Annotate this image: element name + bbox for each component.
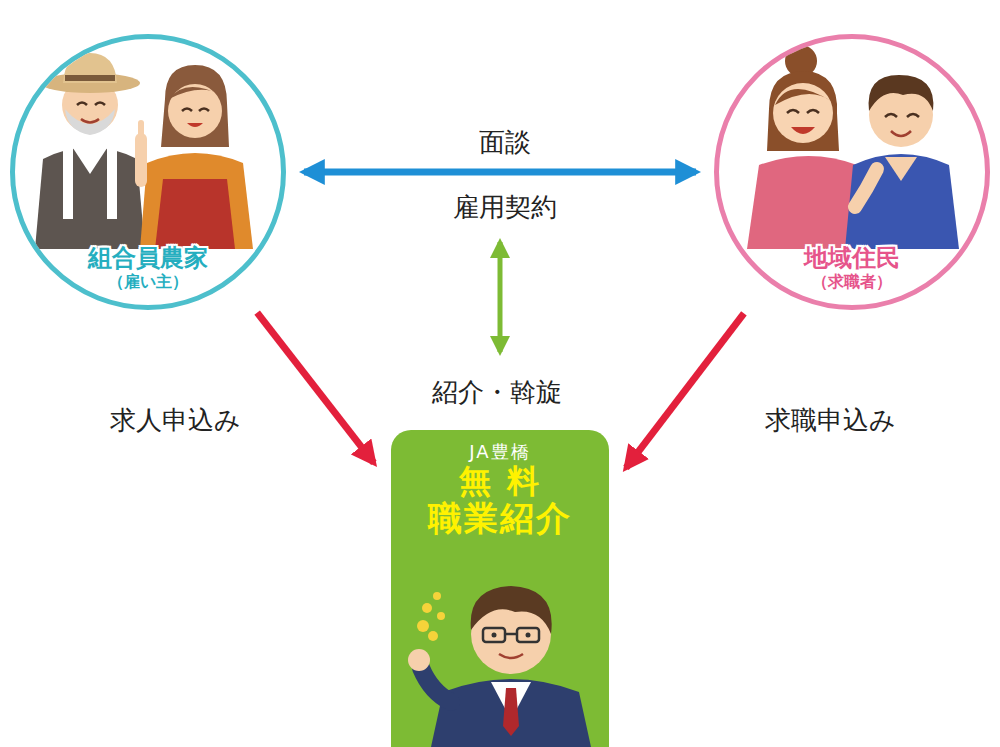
- node-subtitle: 職業紹介: [428, 499, 572, 538]
- node-title: 組合員農家: [88, 245, 208, 273]
- connector-arrow: [257, 313, 374, 463]
- node-subtitle: （求職者）: [812, 273, 892, 291]
- mediation-arrow: [498, 242, 503, 352]
- mediation-label: 紹介・斡旋: [432, 378, 562, 407]
- edge-label: 求職申込み: [765, 406, 896, 435]
- node-subtitle: 無 料: [459, 463, 540, 500]
- node-title: JA豊橋: [469, 442, 530, 463]
- jobseeker-circle: 地域住民（求職者）: [714, 34, 990, 310]
- edge-label: 求人申込み: [110, 406, 241, 435]
- connector-arrow: [304, 169, 696, 176]
- edge-label: 面談: [479, 128, 531, 157]
- employer-circle: 組合員農家（雇い主）: [10, 34, 286, 310]
- node-subtitle: （雇い主）: [108, 273, 188, 291]
- contract-label: 雇用契約: [453, 193, 557, 222]
- connector-arrow: [626, 313, 744, 467]
- node-title: 地域住民: [804, 245, 900, 273]
- placement-office-box: JA豊橋無 料職業紹介: [391, 430, 609, 747]
